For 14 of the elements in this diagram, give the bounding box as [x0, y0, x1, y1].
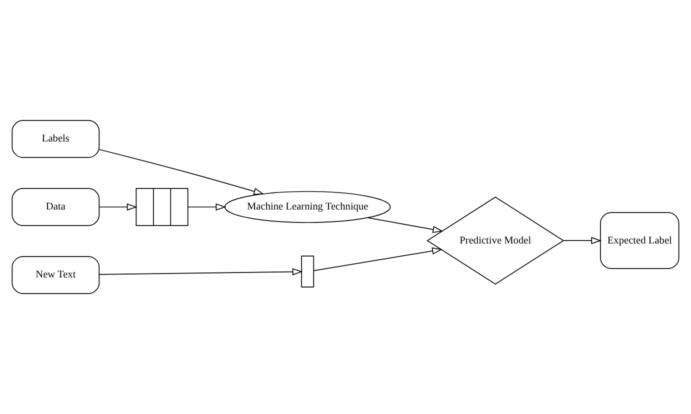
arrow — [98, 268, 303, 276]
node-box: Data — [12, 188, 100, 226]
node-box: Labels — [12, 120, 100, 158]
arrow — [367, 217, 444, 234]
arrow — [98, 149, 264, 195]
node-diamond: Predictive Model — [426, 196, 564, 285]
arrow — [98, 203, 138, 211]
arrow — [563, 236, 602, 244]
node-box: New Text — [12, 256, 100, 294]
node-box: Expected Label — [600, 212, 680, 269]
arrow — [188, 203, 226, 211]
node-bar — [301, 256, 314, 288]
arrow — [313, 247, 442, 272]
node-ellipse: Machine Learning Technique — [224, 191, 391, 223]
